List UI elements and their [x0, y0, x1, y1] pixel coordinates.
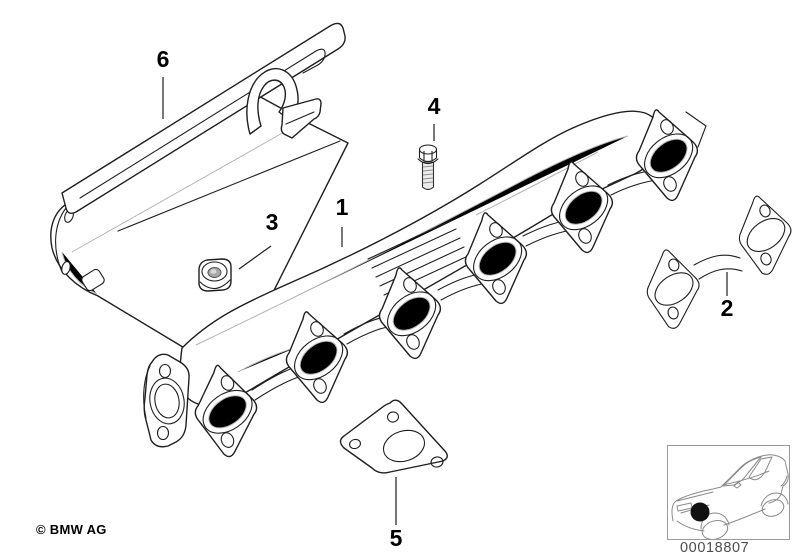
outlet-flange	[143, 353, 190, 448]
part-location-dot	[690, 502, 710, 522]
callout-3[interactable]: 3	[265, 209, 279, 235]
car-icon	[671, 454, 789, 539]
mounting-bolt-part	[417, 144, 439, 191]
heat-shield-part	[50, 22, 349, 377]
copyright-notice: © BMW AG	[36, 522, 107, 537]
car-location-thumbnail	[667, 445, 790, 540]
callout-5[interactable]: 5	[389, 525, 403, 551]
twin-port-gasket-part	[645, 195, 792, 330]
image-number: 00018807	[680, 540, 750, 556]
leader-line-3	[238, 245, 272, 270]
callout-6[interactable]: 6	[156, 46, 170, 72]
callout-1[interactable]: 1	[335, 194, 349, 220]
leader-lines	[162, 77, 728, 525]
outlet-gasket-part	[339, 399, 448, 474]
callout-2[interactable]: 2	[720, 295, 734, 321]
exhaust-manifold-part	[143, 109, 707, 459]
hex-nut-part	[198, 258, 232, 292]
surface-hatching	[367, 219, 469, 296]
callout-4[interactable]: 4	[427, 93, 441, 119]
